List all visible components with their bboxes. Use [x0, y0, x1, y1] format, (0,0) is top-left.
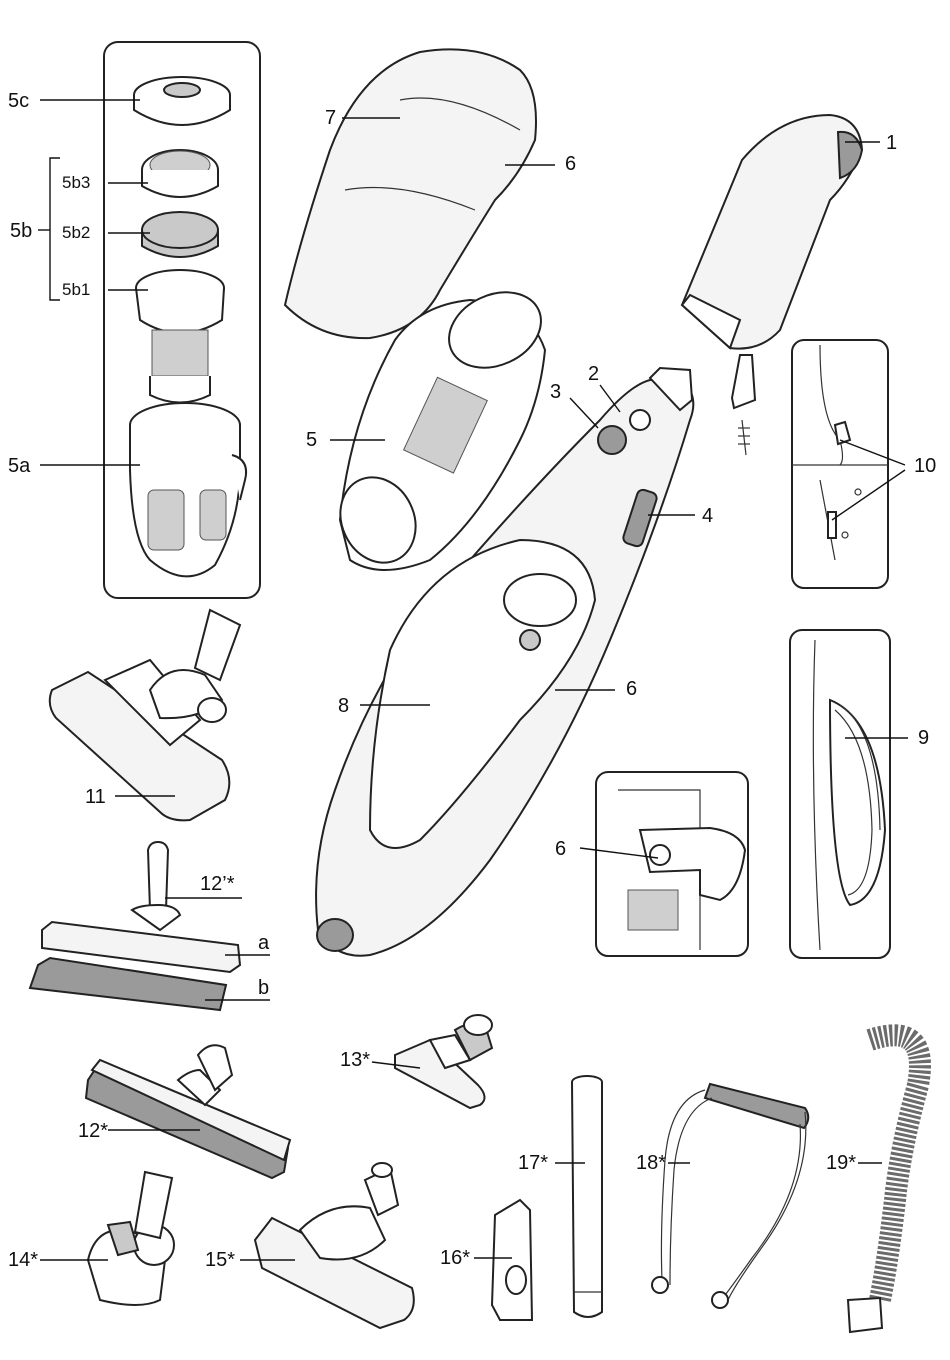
label-9: 9 [918, 727, 929, 749]
label-12b: b [258, 977, 269, 999]
label-4: 4 [702, 505, 713, 527]
label-5b3: 5b3 [62, 173, 90, 192]
wide-nozzle-12 [86, 1045, 290, 1178]
label-3: 3 [550, 381, 561, 403]
inset-10-mounting [792, 340, 888, 588]
label-15: 15* [205, 1249, 235, 1271]
turbo-brush-14 [88, 1172, 174, 1305]
label-7: 7 [325, 107, 336, 129]
label-19: 19* [826, 1152, 856, 1174]
filter-grille-5b3 [142, 150, 218, 197]
label-18: 18* [636, 1152, 666, 1174]
extension-tube-17 [572, 1076, 602, 1317]
label-5b2: 5b2 [62, 223, 90, 242]
label-16: 16* [440, 1247, 470, 1269]
label-10: 10 [914, 455, 936, 477]
floor-nozzle-11 [50, 610, 240, 820]
label-5b1: 5b1 [62, 280, 90, 299]
inset-6-release [596, 772, 748, 956]
inset-9-cord-storage [790, 630, 890, 958]
turbo-nozzle-15 [255, 1163, 414, 1328]
label-1: 1 [886, 132, 897, 154]
crevice-tool-16 [492, 1200, 532, 1320]
parquet-nozzle-12prime [30, 842, 240, 1010]
label-6-inset: 6 [555, 838, 566, 860]
shoulder-strap-18 [652, 1084, 808, 1308]
handle-1 [682, 115, 862, 349]
label-13: 13* [340, 1049, 370, 1071]
flexible-hose-19 [848, 1035, 920, 1332]
wall-plug-and-screw [732, 355, 755, 455]
filter-cap-5c [134, 77, 230, 125]
label-6-mid: 6 [626, 678, 637, 700]
label-5c: 5c [8, 90, 29, 112]
label-14: 14* [8, 1249, 38, 1271]
label-5a: 5a [8, 455, 31, 477]
label-17: 17* [518, 1152, 548, 1174]
label-12a: a [258, 932, 270, 954]
upholstery-nozzle-13 [395, 1015, 492, 1108]
filter-assembly-panel [104, 42, 260, 598]
label-6-top: 6 [565, 153, 576, 175]
filter-pad-5b2 [142, 212, 218, 257]
label-5: 5 [306, 429, 317, 451]
label-5b: 5b [10, 220, 32, 242]
label-12: 12* [78, 1120, 108, 1142]
label-11: 11 [85, 786, 106, 808]
label-12prime: 12’* [200, 873, 235, 895]
label-8: 8 [338, 695, 349, 717]
label-2: 2 [588, 363, 599, 385]
